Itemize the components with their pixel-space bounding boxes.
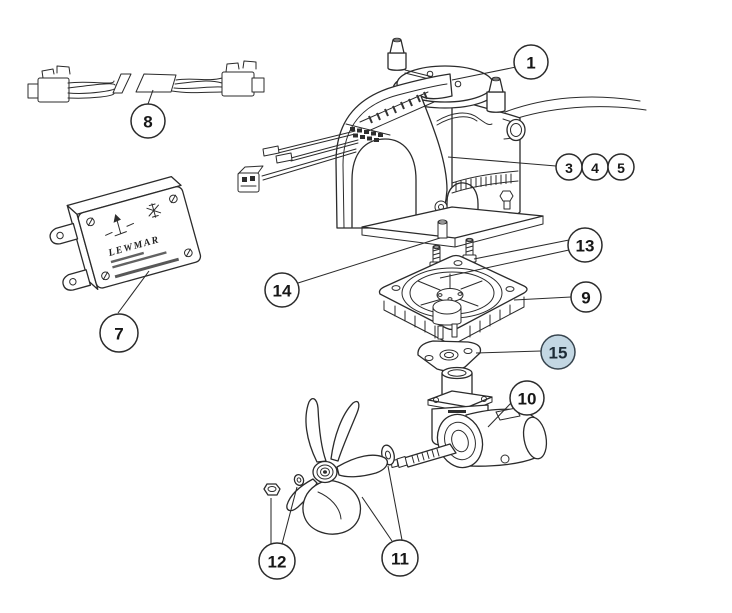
thruster-motor: [335, 37, 647, 248]
callout-11[interactable]: 11: [381, 539, 419, 577]
terminal-strip: [345, 123, 391, 142]
svg-text:1: 1: [526, 54, 535, 73]
callout-9[interactable]: 9: [570, 281, 602, 313]
side-boss: [502, 118, 526, 142]
output-shaft: [390, 443, 457, 468]
svg-text:9: 9: [581, 289, 590, 308]
callout-5[interactable]: 5: [607, 153, 635, 181]
callout-15-selected[interactable]: 15: [540, 334, 576, 370]
plate-under-boss: [432, 299, 462, 340]
callout-1[interactable]: 1: [513, 44, 549, 80]
svg-text:15: 15: [549, 344, 568, 363]
cover-opening: [351, 138, 417, 228]
callout-14[interactable]: 14: [264, 272, 300, 308]
motor-base-plate: [361, 190, 544, 248]
motor-wire-tails: [504, 96, 647, 122]
snowflake-icon: [146, 203, 162, 218]
prop-hub: [312, 460, 338, 484]
callout-7[interactable]: 7: [99, 313, 139, 353]
corner-screw-icons: [86, 194, 193, 281]
gear-leg: [390, 366, 548, 469]
leader-lines: [117, 66, 572, 545]
svg-text:4: 4: [591, 160, 599, 176]
this-way-up-icon: [105, 213, 134, 237]
terminal-post-right: [486, 76, 506, 113]
clamp-band: [451, 170, 519, 194]
propeller: [286, 397, 388, 535]
terminal-post-left: [387, 37, 407, 71]
motor-wires: [237, 130, 359, 193]
svg-text:10: 10: [518, 390, 537, 409]
mounting-plate: [378, 254, 528, 343]
spec-text-lines: [110, 251, 180, 279]
svg-text:12: 12: [268, 553, 287, 572]
jumper-wire: [436, 112, 493, 126]
wire-connector-plug: [237, 165, 264, 193]
gasket: [417, 340, 482, 372]
callout-12[interactable]: 12: [258, 542, 296, 580]
svg-text:3: 3: [565, 160, 573, 176]
prop-nut: [263, 483, 281, 496]
plate-hub: [417, 273, 483, 307]
svg-text:11: 11: [391, 550, 409, 569]
control-box: LEWMAR: [49, 175, 202, 291]
svg-text:8: 8: [143, 113, 152, 132]
control-cable-assembly: [27, 60, 265, 103]
callout-4[interactable]: 4: [581, 153, 609, 181]
callout-3[interactable]: 3: [555, 153, 583, 181]
svg-text:13: 13: [576, 237, 595, 256]
callout-8[interactable]: 8: [130, 103, 166, 139]
callout-13[interactable]: 13: [567, 227, 603, 263]
prop-washer: [293, 473, 305, 487]
svg-text:14: 14: [273, 282, 292, 301]
callout-10[interactable]: 10: [509, 380, 545, 416]
svg-text:7: 7: [114, 325, 123, 344]
svg-text:5: 5: [617, 160, 625, 176]
motor-label-band: [359, 91, 435, 133]
